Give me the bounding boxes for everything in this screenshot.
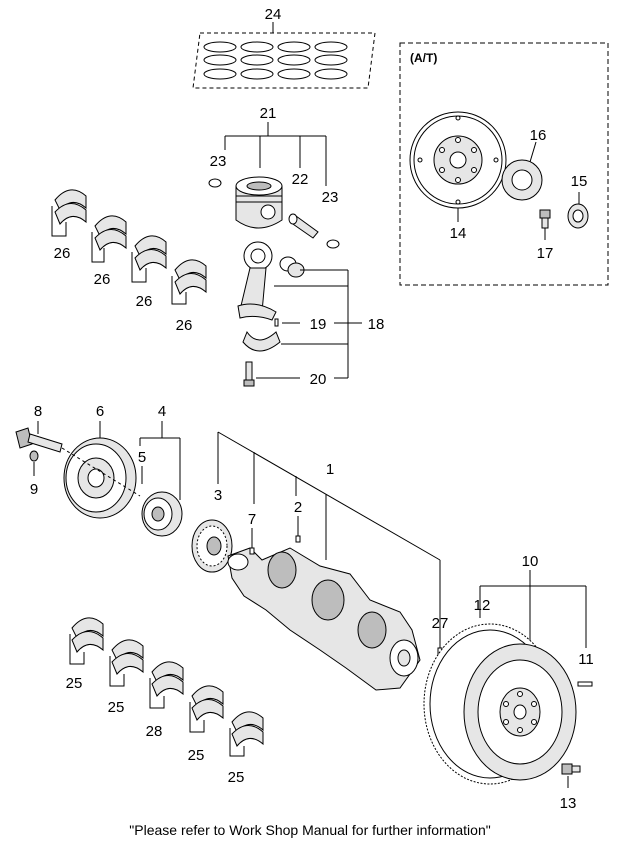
small-end-bushing	[279, 256, 305, 278]
callout-23b: 23	[322, 189, 339, 206]
piston-pin	[288, 213, 319, 239]
callout-26d: 26	[176, 317, 193, 334]
callout-1: 1	[326, 461, 334, 478]
callout-12: 12	[474, 597, 491, 614]
callout-24: 24	[265, 6, 282, 23]
callout-13: 13	[560, 795, 577, 812]
callout-28: 28	[146, 723, 163, 740]
piston-ring-set-3	[277, 41, 311, 80]
flywheel-pin	[577, 681, 593, 687]
callout-26b: 26	[94, 271, 111, 288]
flywheel-bolt	[561, 763, 581, 775]
callout-26a: 26	[54, 245, 71, 262]
bearing-shell-26b: 26	[91, 215, 127, 288]
callout-2: 2	[294, 499, 302, 516]
crank-key	[295, 535, 301, 543]
callout-25d: 25	[228, 769, 245, 786]
piston-ring-set-4	[314, 41, 348, 80]
crank-pin	[249, 547, 255, 555]
callout-11: 11	[578, 651, 594, 668]
bearing-shell-26a: 26	[51, 189, 87, 262]
snap-ring-b	[326, 239, 340, 249]
drive-plate-bolt	[539, 209, 551, 229]
rod-dowel	[274, 318, 279, 327]
flywheel-group: 10 12 11 13	[423, 553, 594, 812]
woodruff-key	[29, 450, 39, 462]
bearing-shell-25a: 25	[66, 617, 104, 692]
at-inset: (A/T) 14 16 17 15	[399, 42, 609, 286]
piston	[235, 176, 283, 229]
bearing-shell-25d: 25	[228, 711, 264, 786]
callout-6: 6	[96, 403, 104, 420]
bearing-shell-26c: 26	[131, 235, 167, 310]
bearing-shells-25: 25 25 28 25 25	[66, 617, 264, 786]
piston-rings-group: 24	[192, 6, 376, 89]
callout-9: 9	[30, 481, 38, 498]
flywheel	[463, 643, 577, 781]
rod-cap	[242, 330, 281, 352]
crankshaft-gear	[191, 519, 233, 573]
bearing-shell-26d: 26	[171, 259, 207, 334]
callout-5: 5	[138, 449, 146, 466]
front-pulley-group: 8 9 6 4 5	[15, 403, 183, 537]
callout-15: 15	[571, 173, 588, 190]
adapter-plate	[501, 159, 543, 201]
callout-10: 10	[522, 553, 539, 570]
bearing-shell-28: 28	[146, 661, 184, 740]
callout-27: 27	[432, 615, 449, 632]
drive-plate	[409, 111, 507, 209]
callout-26c: 26	[136, 293, 153, 310]
piston-ring-set-2	[240, 41, 274, 80]
callout-25c: 25	[188, 747, 205, 764]
callout-18: 18	[368, 316, 385, 333]
callout-14: 14	[450, 225, 467, 242]
callout-23a: 23	[210, 153, 227, 170]
piston-ring-set-1	[203, 41, 237, 80]
crankshaft-group: 1 2 3 7 27	[191, 431, 449, 691]
snap-ring-a	[208, 178, 222, 188]
callout-3: 3	[214, 487, 222, 504]
callout-25b: 25	[108, 699, 125, 716]
callout-19: 19	[310, 316, 327, 333]
crankshaft-pulley	[63, 437, 137, 519]
timing-sprocket	[141, 491, 183, 537]
callout-8: 8	[34, 403, 42, 420]
bearing-shell-25b: 25	[108, 639, 144, 716]
connecting-rod-group: 19 18 20	[237, 241, 385, 388]
callout-20: 20	[310, 371, 327, 388]
rod-bolt	[243, 361, 255, 387]
footer-note: "Please refer to Work Shop Manual for fu…	[129, 822, 491, 838]
callout-16: 16	[530, 127, 547, 144]
callout-17: 17	[537, 245, 554, 262]
at-inset-label: (A/T)	[410, 51, 437, 65]
connecting-rod	[237, 241, 277, 321]
spacer-15	[567, 203, 589, 229]
at-inset-frame	[399, 42, 609, 286]
pulley-bolt	[15, 427, 63, 453]
callout-25a: 25	[66, 675, 83, 692]
piston-group: 21 23 22 23	[208, 105, 340, 249]
crankshaft	[227, 547, 421, 691]
callout-4: 4	[158, 403, 166, 420]
bearing-shells-26: 26 26 26 26	[51, 189, 207, 334]
callout-7: 7	[248, 511, 256, 528]
bearing-shell-25c: 25	[188, 685, 224, 764]
callout-22: 22	[292, 171, 309, 188]
callout-21: 21	[260, 105, 277, 122]
